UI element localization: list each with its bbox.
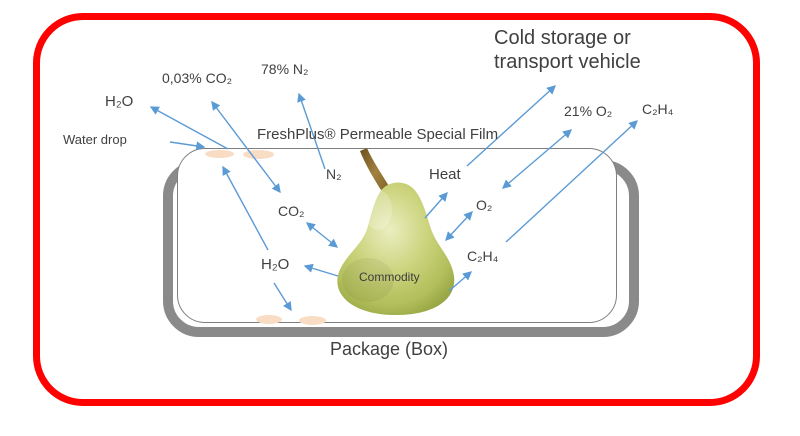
pear-shading <box>342 258 394 302</box>
water-drop-bottom-1 <box>256 315 282 324</box>
pear-image <box>337 148 455 316</box>
label-cold-storage-line1: Cold storage or <box>494 27 631 49</box>
label-co2-outside: 0,03% CO₂ <box>162 70 233 86</box>
label-heat: Heat <box>429 166 461 183</box>
label-co2-inside: CO₂ <box>278 203 305 219</box>
arrow-water-drop-pointer <box>169 141 206 151</box>
pear-stem <box>360 148 389 190</box>
arrow-pear-to-heat <box>424 191 448 219</box>
label-commodity: Commodity <box>359 270 420 284</box>
red-frame-border <box>33 13 760 406</box>
label-water-drop: Water drop <box>63 132 127 147</box>
water-drop-bottom-2 <box>299 316 326 325</box>
arrow-heat-to-cold-storage <box>466 85 557 167</box>
label-n2-inside: N₂ <box>326 166 342 182</box>
label-o2-inside: O₂ <box>476 197 493 213</box>
arrow-pear-to-c2h4 <box>448 271 473 292</box>
label-h2o-inside: H₂O <box>261 256 290 273</box>
arrow-o2-pear-exchange <box>445 210 473 242</box>
label-n2-outside: 78% N₂ <box>261 61 309 77</box>
arrow-co2-exchange <box>211 100 281 194</box>
arrow-h2o-to-floor <box>273 282 292 312</box>
label-cold-storage-line2: transport vehicle <box>494 51 641 73</box>
arrow-h2o-to-film <box>222 165 269 251</box>
arrow-pear-to-h2o <box>303 263 339 277</box>
arrow-o2-exchange <box>501 129 573 189</box>
label-cold-storage: Cold storage or transport vehicle <box>494 26 641 74</box>
label-c2h4-inside: C₂H₄ <box>467 248 499 264</box>
arrow-n2-escape <box>297 92 326 170</box>
label-film-name: FreshPlus® Permeable Special Film <box>257 126 499 143</box>
label-package-box: Package (Box) <box>330 339 449 359</box>
label-c2h4-outside: C₂H₄ <box>642 101 674 117</box>
arrow-h2o-escape <box>149 106 229 150</box>
arrow-c2h4-escape <box>505 120 639 243</box>
label-h2o-outside: H₂O <box>105 93 134 110</box>
pear-body <box>337 182 455 316</box>
arrow-co2-pear-exchange <box>305 222 339 248</box>
pear-highlight <box>364 190 392 230</box>
label-o2-outside: 21% O₂ <box>564 103 613 119</box>
